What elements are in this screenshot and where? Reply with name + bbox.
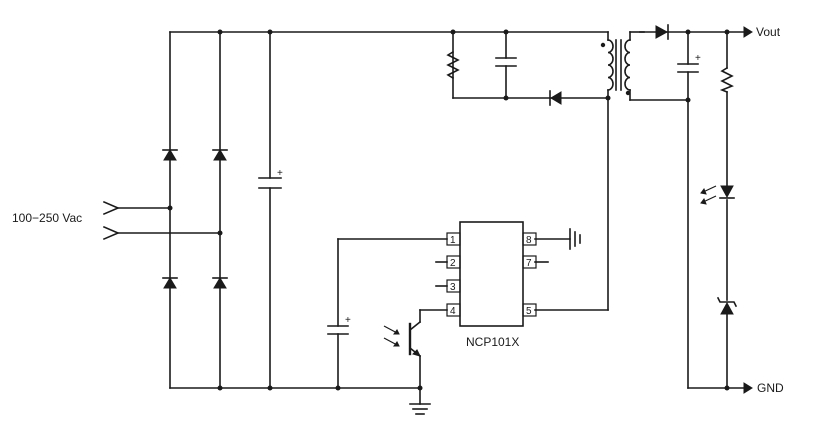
ic-pin-1-label: 1 <box>450 235 456 246</box>
output-capacitor-plus: + <box>695 53 701 64</box>
input-voltage-label: 100−250 Vac <box>12 211 82 225</box>
ic-pin-3-box <box>446 279 461 293</box>
pin8-ground-symbol <box>569 228 581 250</box>
bridge-diode-top-right <box>212 149 228 161</box>
transformer <box>600 39 631 96</box>
gnd-arrow <box>743 382 753 394</box>
ic-pin-8-box <box>522 232 537 246</box>
output-diode <box>655 24 669 40</box>
ic-ncp101x: 1 2 3 4 5 7 8 <box>446 221 537 327</box>
ic-name-label: NCP101X <box>466 335 519 349</box>
ic-pin-3-label: 3 <box>450 282 456 293</box>
snubber-capacitor <box>495 57 517 67</box>
output-capacitor <box>677 63 699 73</box>
snubber-diode <box>549 90 562 106</box>
ic-pin-2-label: 2 <box>450 258 456 269</box>
vcc-capacitor <box>327 325 349 335</box>
ground-symbol <box>409 403 431 415</box>
junction-dots <box>167 29 730 391</box>
ic-pin-7-box <box>522 255 537 269</box>
ic-pin-2-box <box>446 255 461 269</box>
vout-label: Vout <box>756 25 781 39</box>
bridge-diode-bottom-left <box>162 277 178 289</box>
bulk-capacitor-plus: + <box>277 168 283 179</box>
opto-led <box>700 185 735 205</box>
ic-pin-5-label: 5 <box>526 306 532 317</box>
gnd-label: GND <box>757 381 784 395</box>
ic-pin-1-box <box>446 232 461 246</box>
ic-pin-4-label: 4 <box>450 306 456 317</box>
opto-transistor <box>383 322 421 357</box>
ic-pin-8-label: 8 <box>526 235 532 246</box>
bulk-capacitor <box>258 177 282 189</box>
ic-pin-7-label: 7 <box>526 258 532 269</box>
feedback-resistor <box>719 66 734 94</box>
vout-arrow <box>743 26 753 38</box>
bridge-diode-bottom-right <box>212 277 228 289</box>
snubber-resistor <box>446 50 460 80</box>
ic-pin-5-box <box>522 303 537 317</box>
wires <box>117 31 746 405</box>
bridge-diode-top-left <box>162 149 178 161</box>
ic-pin-4-box <box>446 303 461 317</box>
vcc-capacitor-plus: + <box>345 315 351 326</box>
zener-diode <box>716 296 738 315</box>
ac-input-terminals <box>102 200 121 241</box>
